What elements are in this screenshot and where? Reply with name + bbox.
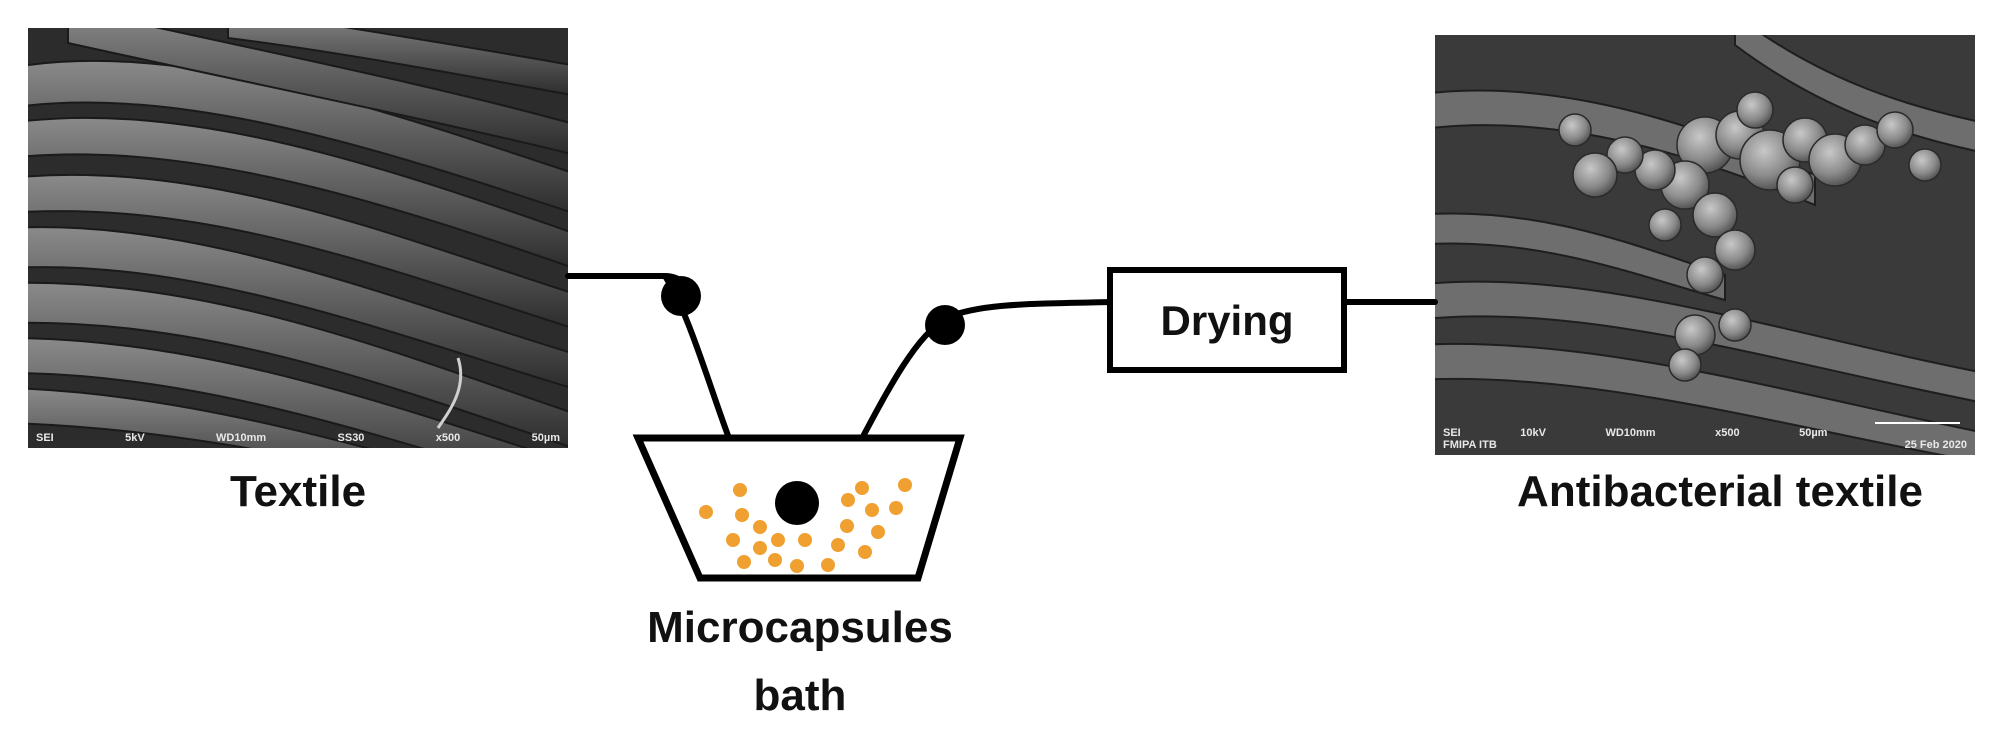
sem-meta-right: SEI 10kV WD10mm x500 50µm FMIPA ITB 25 F… <box>1443 427 1967 451</box>
microcapsule-dot-icon <box>855 481 869 495</box>
microcapsule-dot-icon <box>726 533 740 547</box>
microcapsule-dot-icon <box>798 533 812 547</box>
microcapsule-dot-icon <box>840 519 854 533</box>
sem-image-antibacterial: SEI 10kV WD10mm x500 50µm FMIPA ITB 25 F… <box>1435 35 1975 455</box>
microcapsule-dot-icon <box>841 493 855 507</box>
sem-meta-item: x500 <box>435 432 461 444</box>
microcapsule-dot-icon <box>831 538 845 552</box>
microcapsule-dot-icon <box>753 520 767 534</box>
bath-label-line2: bath <box>753 671 847 720</box>
sem-meta-item: WD10mm <box>216 432 267 444</box>
roller-icon <box>775 481 819 525</box>
fabric-path-segment <box>942 299 1113 321</box>
microcapsule-dot-icon <box>898 478 912 492</box>
microcapsule-dot-icon <box>821 558 835 572</box>
microcapsule-dot-icon <box>735 508 749 522</box>
sem-meta-item: 25 Feb 2020 <box>1904 439 1967 451</box>
sem-meta-left: SEI 5kV WD10mm SS30 x500 50µm <box>36 432 560 444</box>
bath-label-line1: Microcapsules <box>647 603 953 652</box>
sem-meta-item: 5kV <box>125 432 145 444</box>
microcapsule-dot-icon <box>889 501 903 515</box>
microcapsule-dot-icon <box>865 503 879 517</box>
microcapsule-dot-icon <box>771 533 785 547</box>
roller-icon <box>925 305 965 345</box>
textile-label: Textile <box>229 467 367 516</box>
sem-meta-item: FMIPA ITB <box>1443 439 1497 451</box>
sem-meta-item: 10kV <box>1520 427 1546 439</box>
sem-meta-item: SEI <box>1443 427 1461 439</box>
fiber-texture-left <box>28 28 568 448</box>
antibacterial-textile-label: Antibacterial textile <box>1517 467 1923 516</box>
sem-image-textile: SEI 5kV WD10mm SS30 x500 50µm <box>28 28 568 448</box>
microcapsule-dot-icon <box>768 553 782 567</box>
microcapsule-dot-icon <box>871 525 885 539</box>
sem-meta-item: x500 <box>1715 427 1740 439</box>
microcapsule-dot-icon <box>737 555 751 569</box>
drying-box <box>1107 267 1347 373</box>
microcapsule-dot-icon <box>753 541 767 555</box>
roller-icon <box>661 276 701 316</box>
sem-meta-item: 50µm <box>531 432 560 444</box>
microcapsule-dot-icon <box>790 559 804 573</box>
microcapsule-dot-icon <box>699 505 713 519</box>
microcapsule-dot-icon <box>858 545 872 559</box>
sem-meta-item: 50µm <box>1799 427 1828 439</box>
fiber-capsule-texture-right <box>1435 35 1975 455</box>
microcapsules-group <box>699 478 912 573</box>
microcapsule-dot-icon <box>733 483 747 497</box>
drying-label: Drying <box>1160 297 1294 344</box>
sem-meta-item: SS30 <box>337 432 365 444</box>
sem-meta-item: WD10mm <box>1605 427 1656 439</box>
sem-meta-item: SEI <box>36 432 54 444</box>
